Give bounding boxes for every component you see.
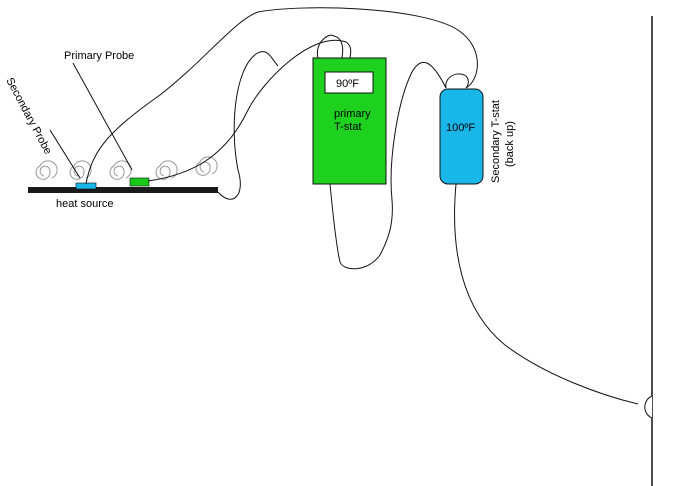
heat-swirl bbox=[155, 160, 178, 180]
primary-probe-pointer bbox=[72, 62, 133, 171]
primary-tstat-label-line1: primary bbox=[334, 108, 371, 120]
heat-source-bar bbox=[28, 187, 218, 193]
heat-source-label: heat source bbox=[56, 198, 113, 210]
secondary-tstat-setpoint: 100ºF bbox=[446, 122, 475, 134]
secondary-tstat-cable bbox=[454, 183, 639, 405]
primary-tstat-display bbox=[324, 71, 374, 94]
primary-tstat-setpoint: 90ºF bbox=[336, 78, 359, 90]
secondary-tstat-body bbox=[439, 88, 484, 185]
primary-probe-label: Primary Probe bbox=[64, 50, 134, 62]
secondary-probe-wire bbox=[85, 7, 478, 185]
wall-outlet bbox=[644, 395, 653, 419]
primary-tstat-bottom-wire bbox=[329, 61, 447, 270]
secondary-tstat-label-line1: Secondary T-stat bbox=[490, 100, 502, 183]
primary-tstat-loop bbox=[316, 34, 344, 59]
secondary-probe-label: Secondary Probe bbox=[3, 76, 54, 157]
secondary-tstat-loop bbox=[445, 73, 469, 89]
wiring bbox=[85, 7, 639, 405]
heat-swirl bbox=[195, 156, 218, 176]
primary-probe-wire bbox=[147, 39, 352, 182]
secondary-tstat-label-line2: (back up) bbox=[504, 121, 516, 167]
heat-swirl bbox=[69, 160, 92, 180]
return-loop-wire bbox=[217, 51, 279, 200]
primary-probe bbox=[129, 177, 150, 187]
secondary-probe-pointer bbox=[49, 129, 81, 179]
primary-tstat-label-line2: T-stat bbox=[334, 121, 362, 133]
heat-swirl bbox=[35, 160, 58, 180]
